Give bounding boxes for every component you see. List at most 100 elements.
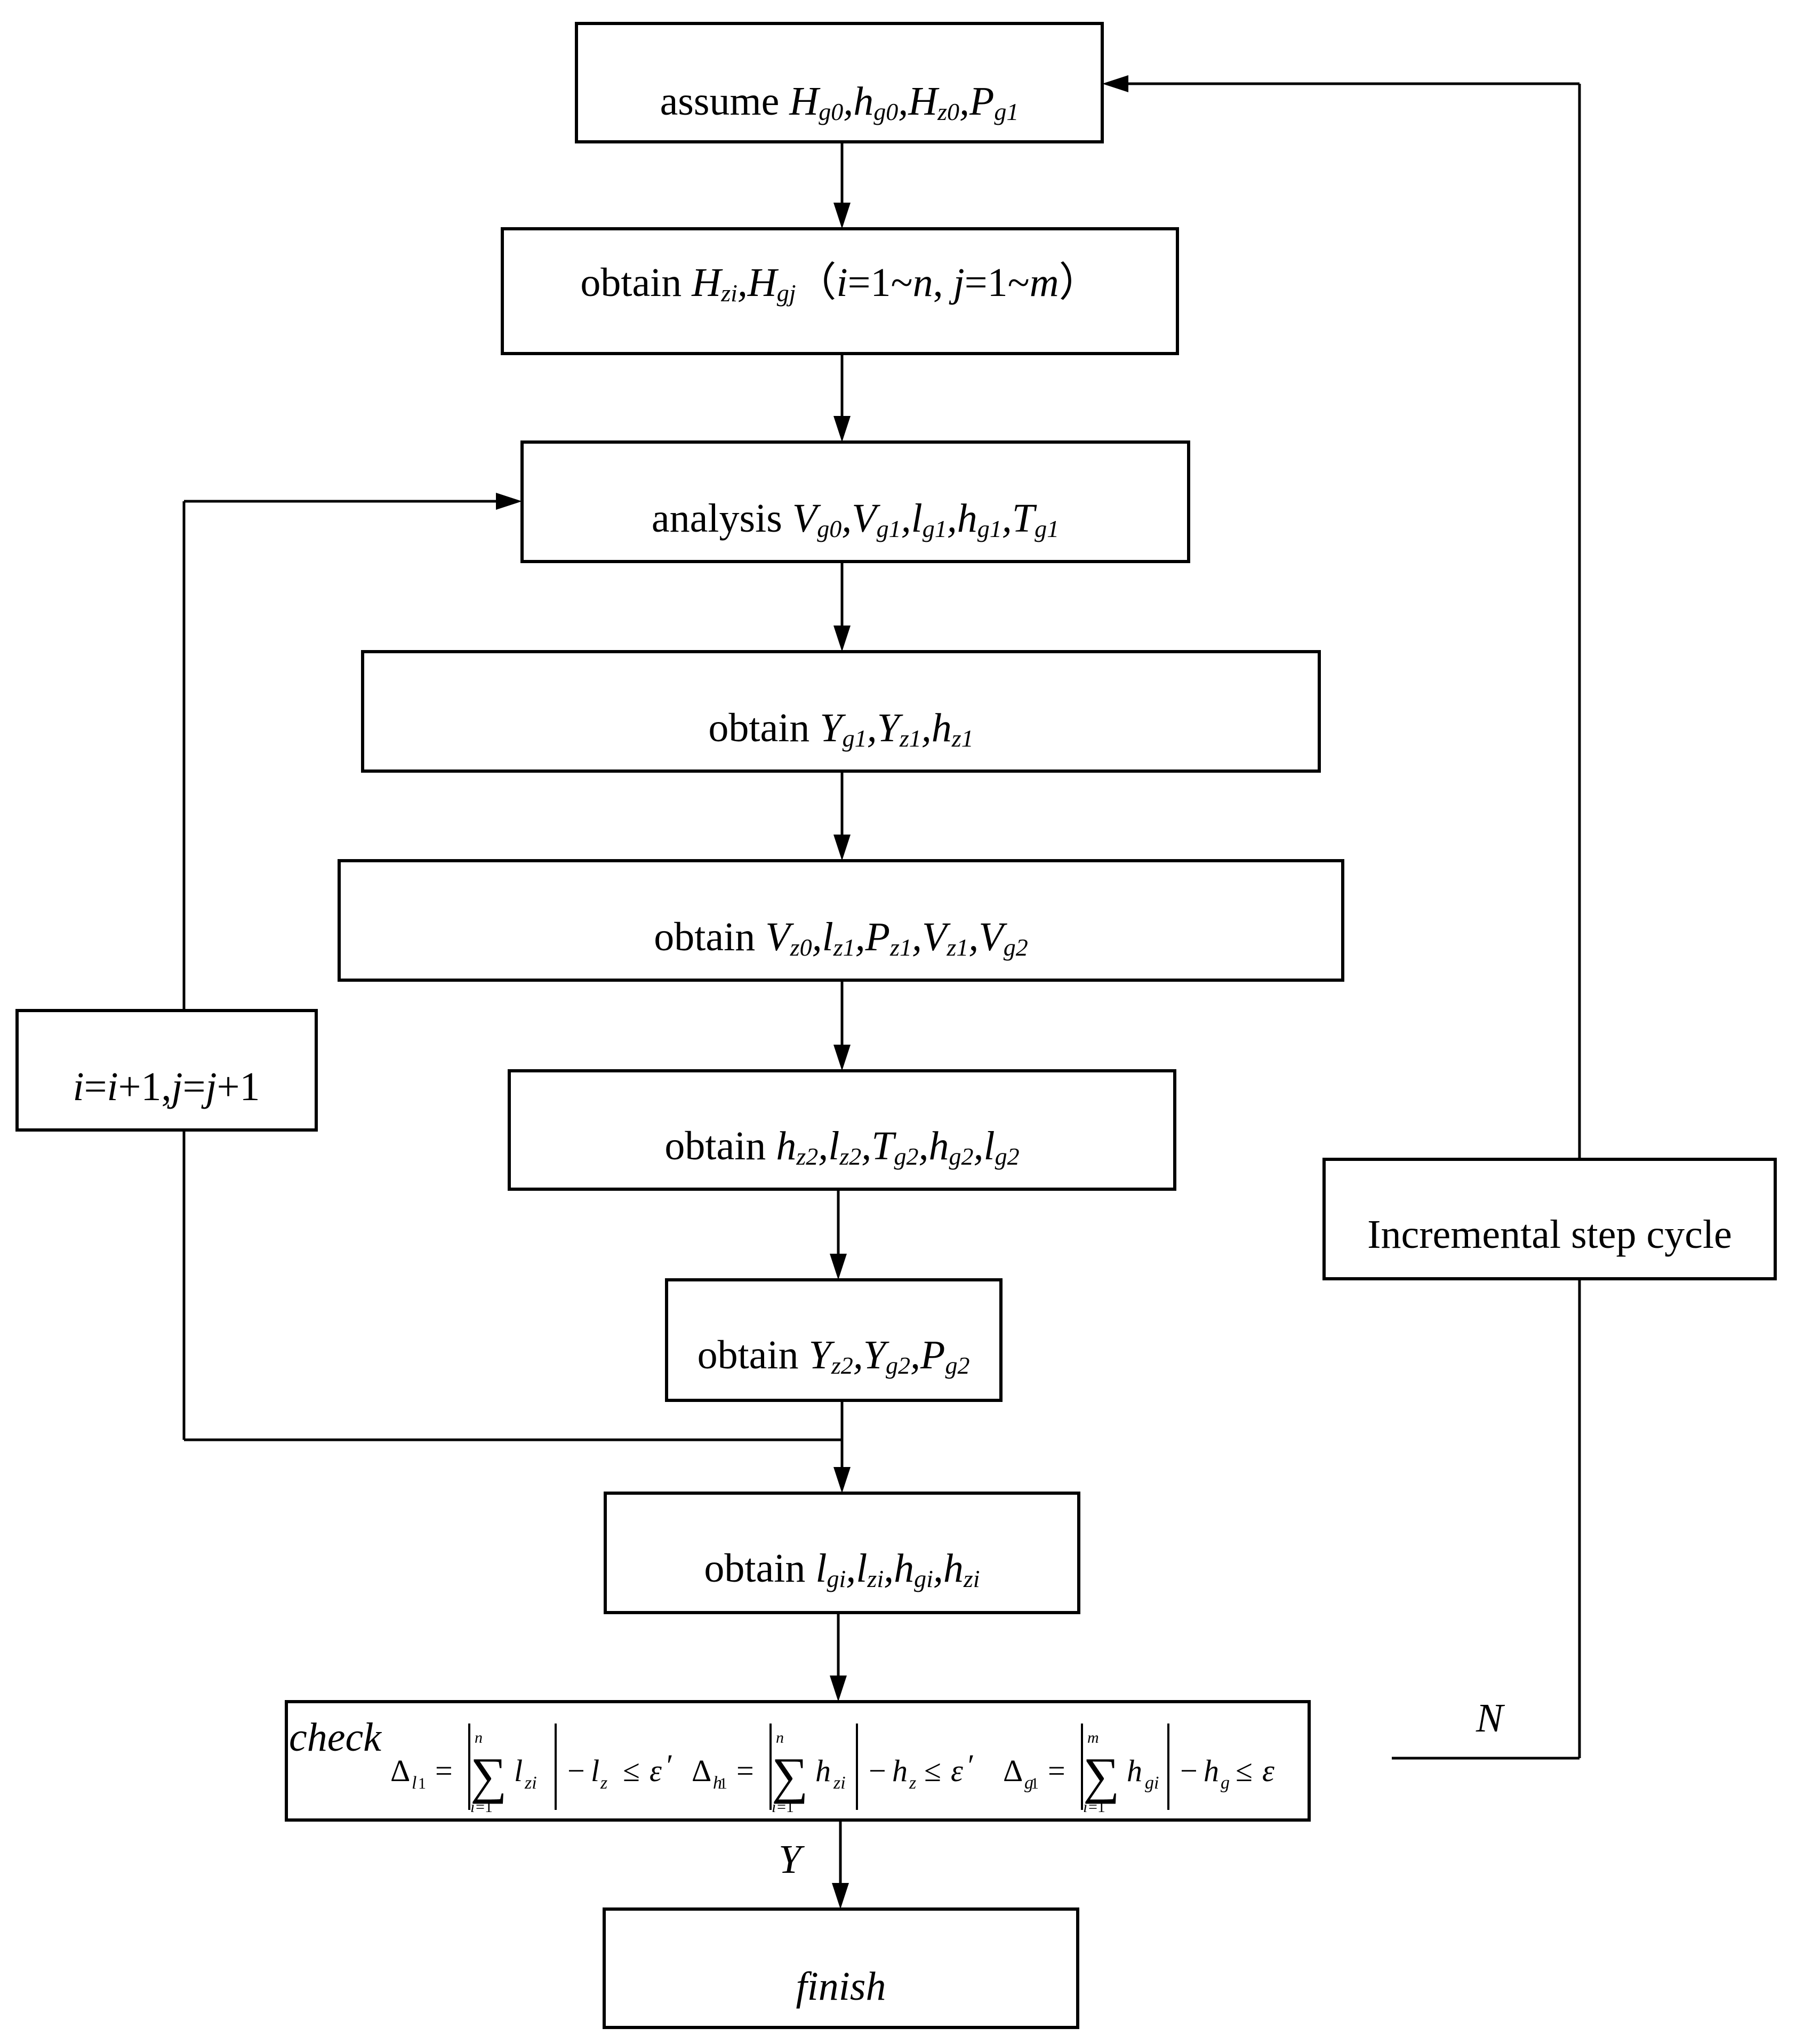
- sum-upper-limit: m: [1087, 1729, 1099, 1746]
- prime-mark: ′: [968, 1748, 975, 1783]
- node-word: obtain: [708, 706, 820, 750]
- variable-subscript: g1: [994, 98, 1019, 125]
- variable: Y: [820, 706, 846, 750]
- separator: ,: [959, 79, 969, 124]
- comma: ,: [933, 260, 953, 305]
- finish-box: [603, 1907, 1079, 2029]
- epsilon-symbol: ε: [650, 1753, 662, 1788]
- variable: H: [789, 79, 821, 124]
- variable: l: [815, 1546, 827, 1591]
- rhs-var: h: [1204, 1753, 1219, 1788]
- index-i: i: [73, 1064, 84, 1109]
- obtain-h2-text: obtain hz2​,lz2​,Tg2​,hg2​,lg2​: [664, 1124, 1019, 1170]
- variable: l: [984, 1124, 995, 1168]
- variable: V: [792, 496, 821, 541]
- less-equal-sign: ≤: [924, 1753, 941, 1788]
- obtain-v-box: [338, 859, 1344, 982]
- variable-subscript: g1: [977, 515, 1002, 542]
- variable-subscript: g2: [1004, 934, 1028, 961]
- node-word: obtain: [664, 1124, 776, 1168]
- epsilon-symbol: ε: [1262, 1753, 1274, 1788]
- separator: ,: [812, 915, 822, 959]
- obtain-h2-box: [508, 1069, 1176, 1191]
- variable: h: [853, 79, 873, 124]
- minus-sign: −: [869, 1753, 886, 1788]
- variable-subscript: z1: [899, 725, 921, 752]
- variable: V: [922, 915, 951, 959]
- variable: H: [747, 260, 779, 305]
- variable-subscript: g1: [923, 515, 947, 542]
- delta-subscript-num: 1: [719, 1775, 727, 1792]
- delta-symbol: Δ: [1003, 1753, 1023, 1788]
- separator: ,: [921, 706, 932, 750]
- delta-subscript-var: l: [412, 1773, 416, 1793]
- variable: Y: [877, 706, 904, 750]
- variable: h: [957, 496, 977, 541]
- variable-subscript: z1: [833, 934, 855, 961]
- range-text: =1~: [848, 260, 913, 305]
- yes-branch-label: Y: [779, 1837, 805, 1882]
- delta-symbol: Δ: [390, 1753, 410, 1788]
- node-word: obtain: [580, 260, 692, 305]
- obtain-y1-box: [361, 650, 1321, 773]
- obtain-h-box: [501, 227, 1179, 355]
- variable: H: [691, 260, 723, 305]
- variable-subscript: g0: [873, 98, 898, 125]
- variable-subscript: z2: [839, 1143, 861, 1170]
- summation-sign: ∑: [772, 1747, 808, 1804]
- variable-subscript: zi: [963, 1565, 980, 1592]
- variable: l: [911, 496, 923, 541]
- variable-subscript: gi: [827, 1565, 846, 1592]
- variable: V: [979, 915, 1007, 959]
- obtain-final-box: [604, 1492, 1080, 1614]
- index-m: m: [1030, 260, 1059, 305]
- variable: h: [776, 1124, 796, 1168]
- equals-sign: =: [1048, 1753, 1065, 1788]
- separator: ,: [843, 79, 853, 124]
- increment-box: [15, 1009, 318, 1132]
- variable-subscript: z1: [946, 934, 968, 961]
- summand-subscript: gi: [1145, 1773, 1159, 1793]
- rhs-subscript: z: [600, 1773, 607, 1793]
- variable-subscript: zi: [867, 1565, 884, 1592]
- index-i: i: [837, 260, 848, 305]
- separator: ,: [884, 1546, 894, 1591]
- finish-label: finish: [796, 1964, 886, 2009]
- rhs-var: l: [591, 1753, 599, 1788]
- variable: l: [822, 915, 833, 959]
- variable: V: [852, 496, 880, 541]
- variable-subscript: z1: [889, 934, 912, 961]
- separator: ,: [846, 1546, 856, 1591]
- epsilon-symbol: ε: [951, 1753, 963, 1788]
- range-text: =1~: [965, 260, 1030, 305]
- separator: ,: [919, 1124, 929, 1168]
- summand-subscript: zi: [524, 1773, 537, 1793]
- obtain-final-text: obtain lgi​,lzi​,hgi​,hzi​: [704, 1546, 980, 1592]
- minus-sign: −: [1180, 1753, 1198, 1788]
- summand-var: h: [1127, 1753, 1142, 1788]
- node-word: assume: [660, 79, 790, 124]
- variable-subscript: g2: [949, 1143, 974, 1170]
- separator: ,: [841, 496, 852, 541]
- summand-subscript: zi: [833, 1773, 846, 1793]
- variable: P: [865, 915, 890, 959]
- less-equal-sign: ≤: [1236, 1753, 1253, 1788]
- separator: ,: [968, 915, 979, 959]
- separator: ,: [855, 915, 865, 959]
- separator: ,: [1002, 496, 1012, 541]
- check-box: [285, 1700, 1311, 1822]
- variable-subscript: z2: [831, 1352, 853, 1379]
- summand-var: h: [815, 1753, 831, 1788]
- less-equal-sign: ≤: [623, 1753, 640, 1788]
- plus-one: +1: [217, 1064, 260, 1109]
- delta-subscript-num: 1: [418, 1775, 426, 1792]
- plus-one: +1,: [118, 1064, 172, 1109]
- sum-lower-start: =1: [476, 1798, 493, 1816]
- variable-subscript: g1: [877, 515, 901, 542]
- no-branch-label: N: [1476, 1696, 1505, 1741]
- paren-close: ）: [1059, 260, 1100, 305]
- separator: ,: [861, 1124, 871, 1168]
- separator: ,: [912, 915, 922, 959]
- sum-lower-index: i: [470, 1798, 475, 1816]
